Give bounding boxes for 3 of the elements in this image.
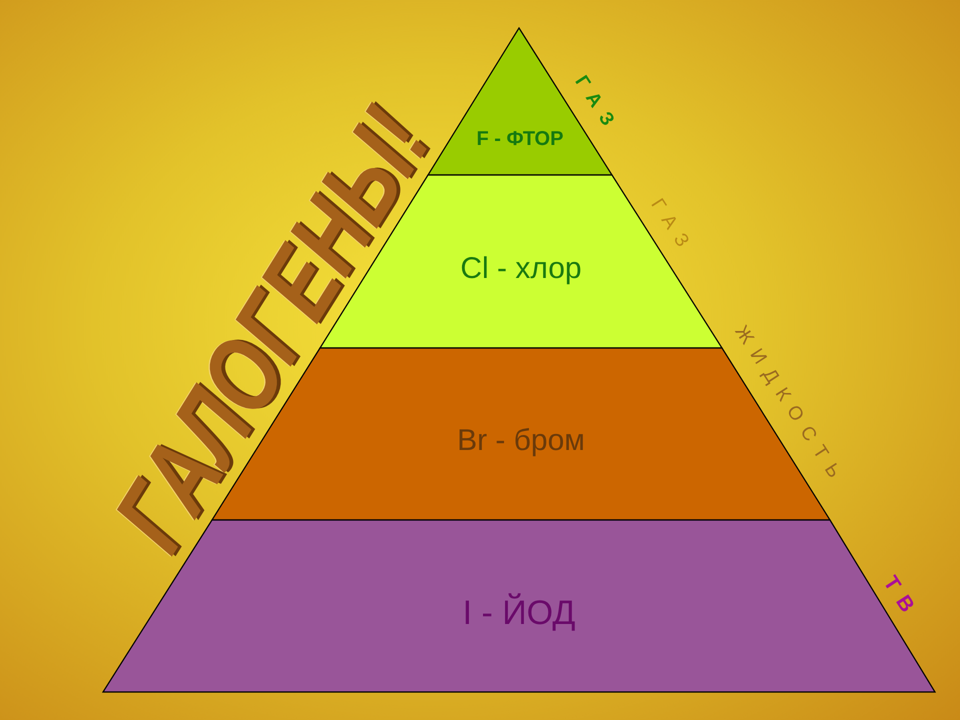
- element-label: F - ФТОР: [476, 128, 564, 151]
- element-label: Cl - хлор: [459, 252, 583, 286]
- state-label: ТВ: [878, 572, 924, 626]
